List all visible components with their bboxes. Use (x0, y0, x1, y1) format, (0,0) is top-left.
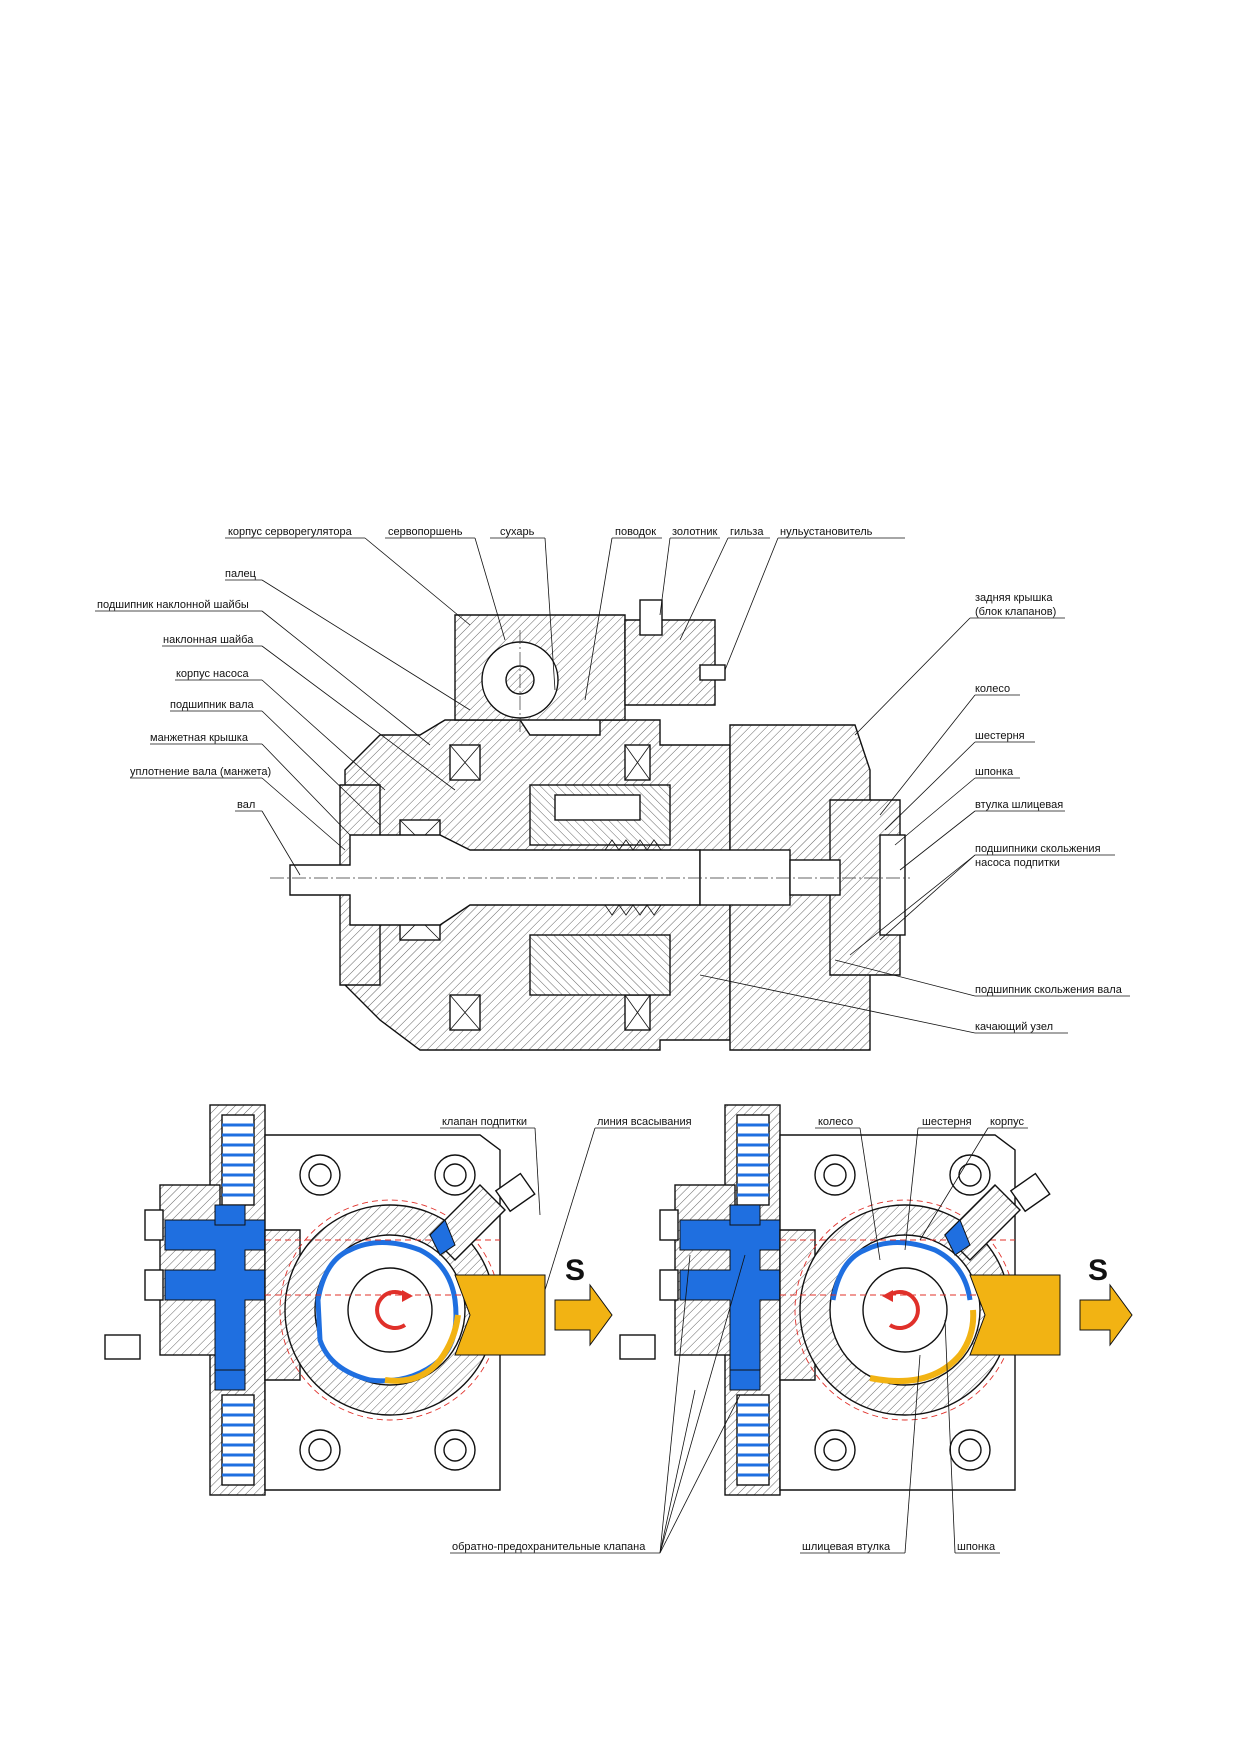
label-korpus-nasosa: корпус насоса (176, 668, 249, 680)
bottom-left-view: S (104, 1104, 613, 1496)
label-kachayushiy-uzel: качающий узел (975, 1021, 1053, 1033)
label-shesternya-top: шестерня (975, 730, 1025, 742)
label-klapan-podpitki: клапан подпитки (442, 1116, 527, 1128)
label-palec: палец (225, 568, 257, 580)
top-leader-lines (95, 537, 1130, 1034)
label-naklonnaya-shayba: наклонная шайба (163, 634, 254, 646)
label-s-right: S (1088, 1254, 1108, 1287)
label-suhar: сухарь (500, 526, 535, 538)
label-servoporshen: сервопоршень (388, 526, 463, 538)
label-vtulka-shlicevaya: втулка шлицевая (975, 799, 1063, 811)
label-podshipnik-skolzheniya-vala: подшипник скольжения вала (975, 984, 1123, 996)
label-blok-klapanov: (блок клапанов) (975, 606, 1056, 618)
label-podshipniki-skolzheniya: подшипники скольжения (975, 843, 1101, 855)
label-gilza: гильза (730, 526, 764, 538)
label-zadnyaya-kryshka: задняя крышка (975, 592, 1053, 604)
label-nulustanovitel: нульустановитель (780, 526, 873, 538)
label-povodok: поводок (615, 526, 656, 538)
label-s-left: S (565, 1254, 585, 1287)
label-uplotnenie-vala: уплотнение вала (манжета) (130, 766, 271, 778)
bottom-leader-lines (440, 1127, 1028, 1554)
label-manzhetnaya-kryshka: манжетная крышка (150, 732, 249, 744)
label-obratno-predohranitelnye: обратно-предохранительные клапана (452, 1541, 646, 1553)
label-liniya-vsasyvaniya: линия всасывания (597, 1116, 692, 1128)
label-shponka-bottom: шпонка (957, 1541, 996, 1553)
bottom-labels: клапан подпитки линия всасывания колесо … (442, 1116, 1025, 1553)
label-shponka-top: шпонка (975, 766, 1014, 778)
label-shlicevaya-vtulka: шлицевая втулка (802, 1541, 891, 1553)
label-koleso-bottom: колесо (818, 1116, 853, 1128)
label-korpus-bottom: корпус (990, 1116, 1025, 1128)
label-zolotnik: золотник (672, 526, 717, 538)
label-shesternya-bottom: шестерня (922, 1116, 972, 1128)
label-nasosa-podpitki: насоса подпитки (975, 857, 1060, 869)
label-podshipnik-vala: подшипник вала (170, 699, 255, 711)
label-podshipnik-naklonnoy-shayby: подшипник наклонной шайбы (97, 599, 249, 611)
bottom-right-view: S (619, 1104, 1133, 1496)
label-val: вал (237, 799, 255, 811)
top-labels: корпус серворегулятора сервопоршень суха… (97, 526, 1123, 1033)
top-cross-section (270, 599, 910, 1051)
label-korpus-servoregulyatora: корпус серворегулятора (228, 526, 353, 538)
label-koleso-top: колесо (975, 683, 1010, 695)
